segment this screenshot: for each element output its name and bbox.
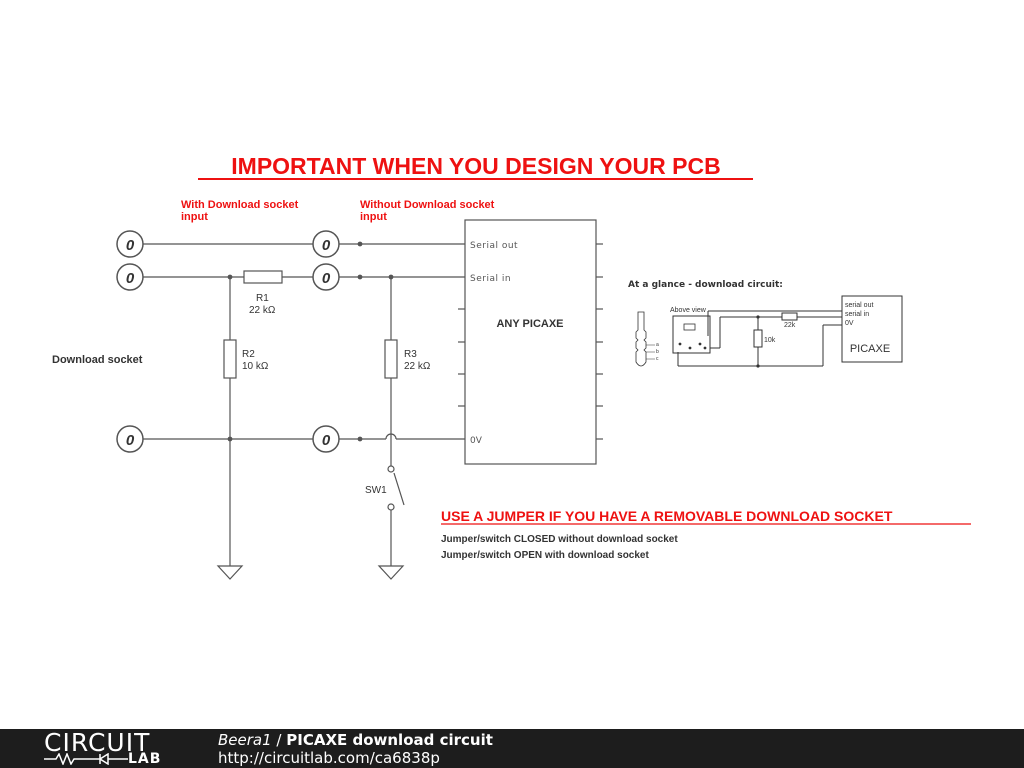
inset-above-view: Above view	[670, 307, 707, 314]
socket-above-view	[672, 315, 711, 354]
terminal-right-bottom	[312, 425, 340, 453]
chip-pin-serial-in: Serial in	[470, 274, 511, 284]
inset-pin-serial-out: serial out	[845, 302, 873, 309]
resistor-r3	[384, 339, 398, 379]
footer-title-line: Beera1 / PICAXE download circuit	[218, 731, 493, 749]
r3-name: R3	[404, 349, 417, 360]
svg-text:a: a	[656, 342, 659, 348]
inset-r-22k-label: 22k	[784, 322, 796, 329]
inset-pin-0v: 0V	[845, 320, 854, 327]
chip-pin-0v: 0V	[470, 436, 483, 446]
r1-name: R1	[256, 293, 269, 304]
picaxe-chip	[464, 219, 597, 465]
without-socket-label-line1: Without Download socket	[360, 199, 495, 211]
schematic-diagram: IMPORTANT WHEN YOU DESIGN YOUR PCB With …	[52, 153, 971, 580]
svg-text:c: c	[656, 356, 659, 362]
r3-value: 22 kΩ	[404, 361, 431, 372]
circuit-url-link[interactable]: http://circuitlab.com/ca6838p	[218, 749, 440, 767]
terminal-right-mid-label: 0	[322, 270, 331, 287]
terminal-left-top	[116, 230, 144, 258]
without-socket-label-line2: input	[360, 211, 387, 223]
terminal-left-bottom-label: 0	[126, 432, 135, 449]
wires	[143, 243, 465, 566]
circuitlab-logo: CIRCUIT	[44, 728, 151, 757]
svg-text:b: b	[656, 349, 659, 355]
terminal-left-mid-label: 0	[126, 270, 135, 287]
terminal-left-top-label: 0	[126, 237, 135, 254]
inset-title: At a glance - download circuit:	[628, 280, 783, 290]
terminal-right-bottom-label: 0	[322, 432, 331, 449]
terminal-right-mid	[312, 263, 340, 291]
chip-name: ANY PICAXE	[496, 318, 563, 330]
socket-pad	[683, 323, 696, 331]
jumper-heading: USE A JUMPER IF YOU HAVE A REMOVABLE DOW…	[441, 508, 893, 524]
inset-resistor-10k	[753, 329, 763, 348]
with-socket-label-line1: With Download socket	[181, 199, 299, 211]
terminal-left-mid	[116, 263, 144, 291]
jumper-note-open: Jumper/switch OPEN with download socket	[441, 550, 649, 561]
footer-bar: CIRCUIT LAB Beera1 / PICAXE download cir…	[0, 729, 1024, 768]
inset-diagram: At a glance - download circuit: Above vi…	[628, 280, 903, 368]
jack-letters: a b c	[656, 342, 659, 362]
sw1-contact-top	[387, 465, 395, 473]
author-link[interactable]: Beera1	[218, 731, 272, 749]
inset-r-10k-label: 10k	[764, 337, 776, 344]
chip-pin-stubs	[458, 243, 603, 440]
download-socket-label: Download socket	[52, 354, 143, 366]
with-socket-label-line2: input	[181, 211, 208, 223]
terminal-left-bottom	[116, 425, 144, 453]
terminal-right-top-label: 0	[322, 237, 331, 254]
title-separator: /	[271, 731, 287, 749]
inset-resistor-22k	[781, 312, 798, 321]
logo-resistor-wave-icon	[44, 753, 128, 765]
resistor-r1	[243, 270, 283, 284]
resistor-r2	[223, 339, 237, 379]
r1-value: 22 kΩ	[249, 305, 276, 316]
terminal-right-top	[312, 230, 340, 258]
inset-pin-serial-in: serial in	[845, 311, 869, 318]
ground-symbol-right	[377, 565, 405, 580]
circuit-title: PICAXE download circuit	[286, 731, 493, 749]
circuitlab-logo-sub: LAB	[128, 751, 162, 767]
inset-picaxe-chip	[841, 295, 903, 363]
terminals: 0 0 0 0 0 0	[116, 230, 340, 453]
sw1-name: SW1	[365, 485, 387, 496]
page-title: IMPORTANT WHEN YOU DESIGN YOUR PCB	[231, 153, 720, 179]
jack-plug-icon	[635, 311, 647, 367]
chip-pin-serial-out: Serial out	[470, 241, 518, 251]
jumper-note-closed: Jumper/switch CLOSED without download so…	[441, 534, 678, 545]
r2-name: R2	[242, 349, 255, 360]
r2-value: 10 kΩ	[242, 361, 269, 372]
junction-dots	[227, 241, 394, 442]
sw1-contact-bottom	[387, 503, 395, 511]
ground-symbol-left	[216, 565, 244, 580]
inset-chip-name: PICAXE	[850, 343, 890, 355]
